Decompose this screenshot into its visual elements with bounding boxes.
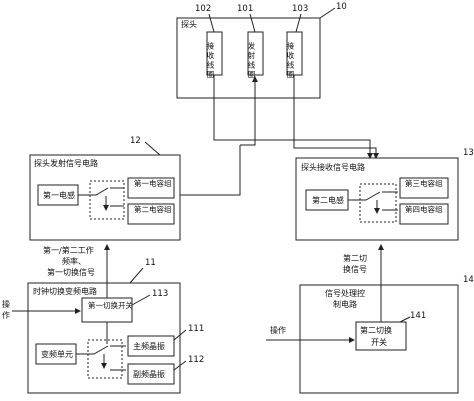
switch2-ref: 141 bbox=[410, 311, 426, 321]
switch1-label: 第一切换开关 bbox=[88, 300, 133, 310]
wire-tx-to-coil bbox=[180, 145, 241, 196]
clock-circuit-ref-leader bbox=[129, 267, 144, 284]
tx-circuit-title: 探头发射信号电路 bbox=[34, 158, 98, 168]
switch2-leader bbox=[399, 316, 411, 323]
transmit-coil-ref: 101 bbox=[237, 4, 253, 14]
probe-ref: 10 bbox=[336, 2, 347, 12]
switch1-ref: 113 bbox=[152, 289, 168, 299]
cap-group-2-label: 第二电容组 bbox=[134, 204, 172, 214]
receive-coil-2-ref: 103 bbox=[292, 4, 308, 14]
tx-switch-lever bbox=[78, 187, 109, 196]
probe-ref-leader bbox=[319, 7, 336, 19]
clock-circuit-block: 时钟切换变频电路 11 第一切换开关 113 变频单元 主频晶振 111 副频晶… bbox=[27, 258, 204, 394]
rx-switch-lever bbox=[348, 191, 381, 201]
tx-switch-dashed bbox=[89, 180, 125, 220]
clock-switch-lever bbox=[76, 345, 109, 355]
cap-group-1-label: 第一电容组 bbox=[134, 178, 172, 188]
receive-coil-1-label: 接收线圈 bbox=[206, 41, 215, 80]
proc-circuit-title-1: 信号处理控 bbox=[325, 288, 365, 298]
sub-xtal-box bbox=[127, 363, 175, 385]
main-xtal-ref: 111 bbox=[188, 324, 204, 334]
switch2-label-1: 第二切换 bbox=[360, 325, 392, 335]
proc-circuit-block: 信号处理控 制电路 14 第二切换 开关 141 bbox=[299, 275, 474, 394]
switch1-leader bbox=[131, 294, 151, 306]
work-freq-label-1: 第一/第二工作 bbox=[43, 245, 94, 255]
sub-xtal-leader bbox=[173, 360, 187, 371]
cap-group-3-label: 第三电容组 bbox=[405, 178, 443, 188]
switch2-sig-label-1: 第二切 bbox=[343, 253, 367, 263]
cap-group-1-box bbox=[127, 177, 175, 199]
op-left-label-1: 操 bbox=[2, 299, 10, 309]
rx-circuit-ref: 13 bbox=[463, 148, 474, 158]
receive-coil-2-label: 接收线圈 bbox=[286, 41, 295, 80]
tx-circuit-block: 探头发射信号电路 12 第一电感 第一电容组 第二电容组 bbox=[29, 136, 181, 241]
cap-group-3-box bbox=[399, 177, 449, 199]
tx-circuit-ref: 12 bbox=[130, 136, 141, 146]
cap-group-2-box bbox=[127, 203, 175, 225]
switch2-sig-label-2: 换信号 bbox=[343, 264, 367, 274]
wire-coil1-to-rx bbox=[213, 75, 373, 159]
second-inductor-label: 第二电感 bbox=[312, 195, 344, 205]
main-xtal-box bbox=[127, 335, 175, 357]
receive-coil-1-ref: 102 bbox=[195, 4, 211, 14]
rx-switch-dashed bbox=[359, 183, 397, 223]
receive-coil-1-leader bbox=[208, 13, 215, 33]
sub-xtal-label: 副频晶振 bbox=[133, 369, 165, 379]
main-xtal-label: 主频晶振 bbox=[133, 341, 165, 351]
probe-block: 探头 10 接收线圈 102 发射线圈 101 接收线圈 103 bbox=[176, 2, 347, 99]
transmit-coil bbox=[247, 31, 264, 76]
clock-circuit-title: 时钟切换变频电路 bbox=[33, 286, 97, 296]
receive-coil-2-leader bbox=[295, 13, 302, 33]
op-right-label-1: 操作 bbox=[270, 325, 286, 335]
wire-tx-to-transmit-coil bbox=[240, 76, 258, 146]
sub-xtal-ref: 112 bbox=[188, 355, 204, 365]
transmit-coil-leader bbox=[249, 13, 256, 33]
rx-circuit-title: 探头接收信号电路 bbox=[301, 162, 365, 172]
proc-circuit-ref: 14 bbox=[463, 275, 474, 285]
switch2-label-2: 开关 bbox=[371, 337, 387, 347]
clock-switch-dashed bbox=[87, 339, 123, 379]
cap-group-4-label: 第四电容组 bbox=[405, 204, 443, 214]
work-freq-label-3: 第一切换信号 bbox=[47, 267, 95, 277]
clock-circuit-ref: 11 bbox=[145, 258, 156, 268]
tx-circuit-ref-leader bbox=[144, 141, 161, 156]
probe-title: 探头 bbox=[181, 19, 197, 29]
rx-circuit-block: 探头接收信号电路 13 第二电感 第三电容组 第四电容组 bbox=[295, 148, 474, 241]
main-xtal-leader bbox=[173, 329, 187, 341]
cap-group-4-box bbox=[399, 203, 449, 225]
op-left-label-2: 作 bbox=[2, 310, 10, 320]
proc-circuit-title-2: 制电路 bbox=[333, 299, 357, 309]
first-inductor-label: 第一电感 bbox=[43, 190, 75, 200]
transmit-coil-label: 发射线圈 bbox=[247, 41, 256, 80]
wire-coil2-to-rx bbox=[293, 75, 379, 159]
freq-unit-label: 变频单元 bbox=[41, 349, 73, 359]
work-freq-label-2: 频率、 bbox=[62, 256, 86, 266]
